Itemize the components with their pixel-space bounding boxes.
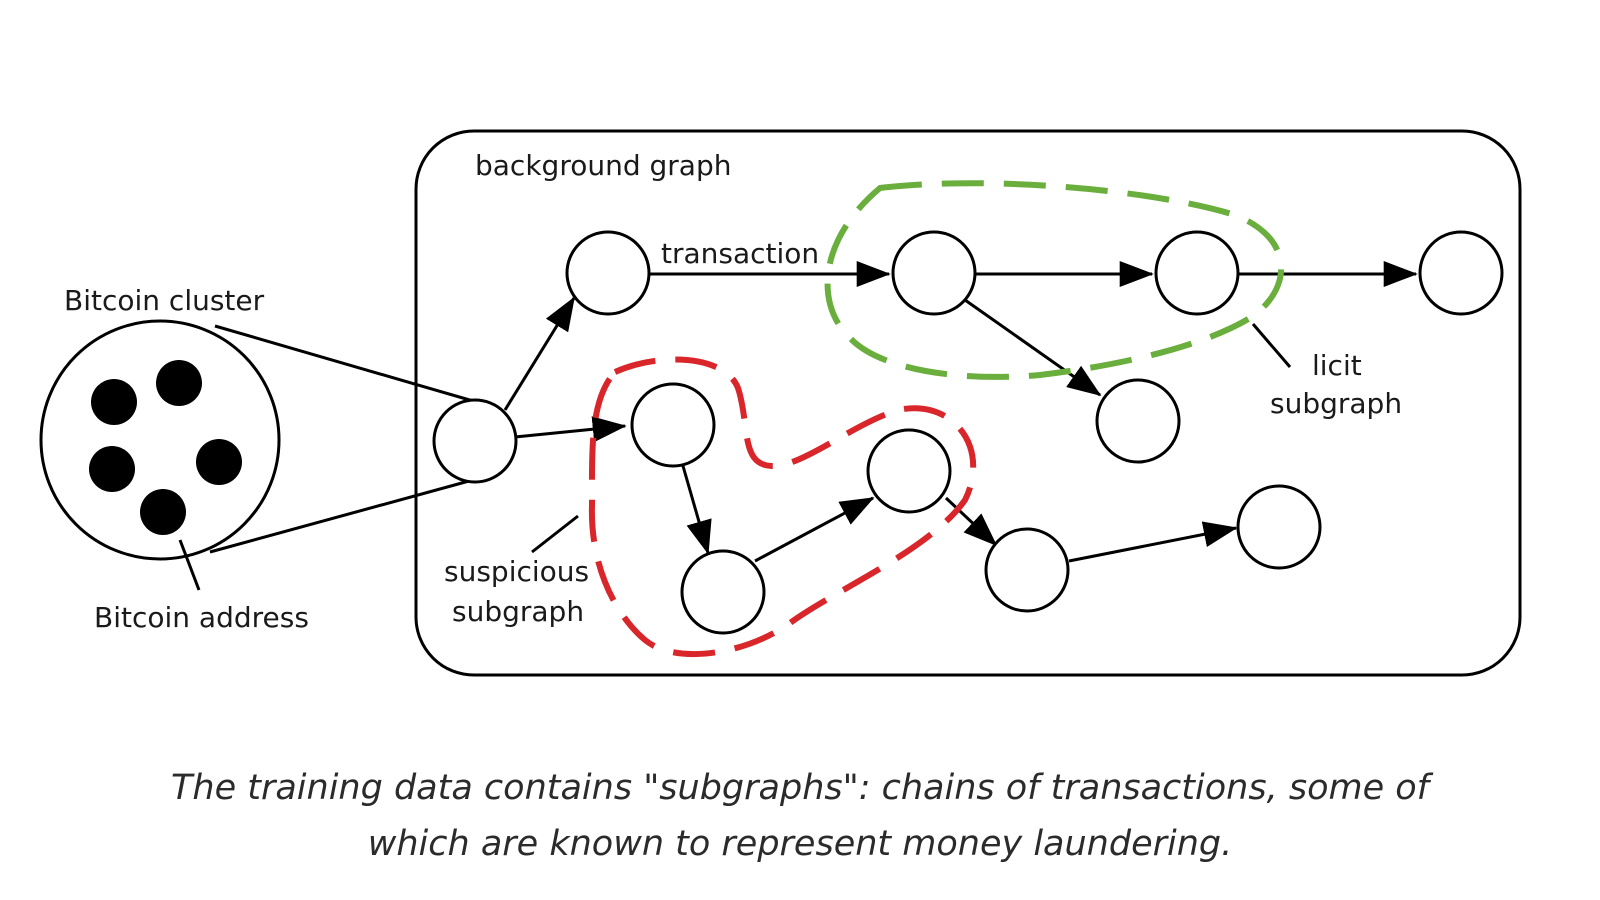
bitcoin-address-dot [91, 379, 137, 425]
suspicious-subgraph-label-line1: suspicious [444, 555, 589, 588]
bitcoin-cluster-label: Bitcoin cluster [64, 284, 265, 317]
background-graph-frame [414, 129, 1522, 677]
edge-s3-to-f [944, 496, 998, 547]
edge-b-to-e [964, 298, 1102, 397]
node-e [1095, 378, 1181, 464]
suspicious-subgraph-label-line2: subgraph [452, 595, 584, 628]
transaction-edges [503, 261, 1418, 563]
node-source [432, 398, 518, 484]
bitcoin-address-dot [156, 360, 202, 406]
edge-source-to-s1 [514, 416, 627, 443]
suspicious-subgraph-outline [588, 356, 977, 658]
node-s3 [866, 428, 952, 514]
node-s1 [630, 382, 716, 468]
licit-subgraph-label-line2: subgraph [1270, 387, 1402, 420]
edge-source-to-a [503, 296, 576, 411]
bitcoin-cluster-circle [39, 319, 281, 561]
cluster-connector-bottom [209, 476, 481, 554]
node-a [565, 230, 651, 316]
node-b [891, 230, 977, 316]
bitcoin-address-label: Bitcoin address [94, 601, 309, 634]
transaction-edge-label: transaction [661, 237, 819, 270]
node-g [1236, 484, 1322, 570]
bitcoin-address-dot [140, 489, 186, 535]
node-c [1154, 230, 1240, 316]
background-graph-label: background graph [475, 149, 731, 182]
bitcoin-address-pointer [178, 539, 201, 591]
edge-s2-to-s3 [754, 496, 875, 563]
licit-subgraph-label-line1: licit [1312, 349, 1362, 382]
suspicious-subgraph-pointer [531, 514, 579, 554]
figure-caption: The training data contains "subgraphs": … [0, 760, 1600, 872]
licit-subgraph-pointer [1251, 323, 1292, 368]
graph-nodes [432, 230, 1504, 635]
licit-subgraph-outline [824, 180, 1285, 380]
node-s2 [680, 549, 766, 635]
edge-f-to-g [1068, 521, 1238, 563]
bitcoin-address-dot [89, 446, 135, 492]
cluster-connector-top [214, 324, 481, 405]
caption-line-2: which are known to represent money laund… [367, 824, 1233, 864]
edge-s1-to-s2 [681, 465, 712, 555]
node-f [984, 527, 1070, 613]
bitcoin-address-dot [196, 439, 242, 485]
caption-line-1: The training data contains "subgraphs": … [171, 768, 1429, 808]
node-d [1418, 230, 1504, 316]
